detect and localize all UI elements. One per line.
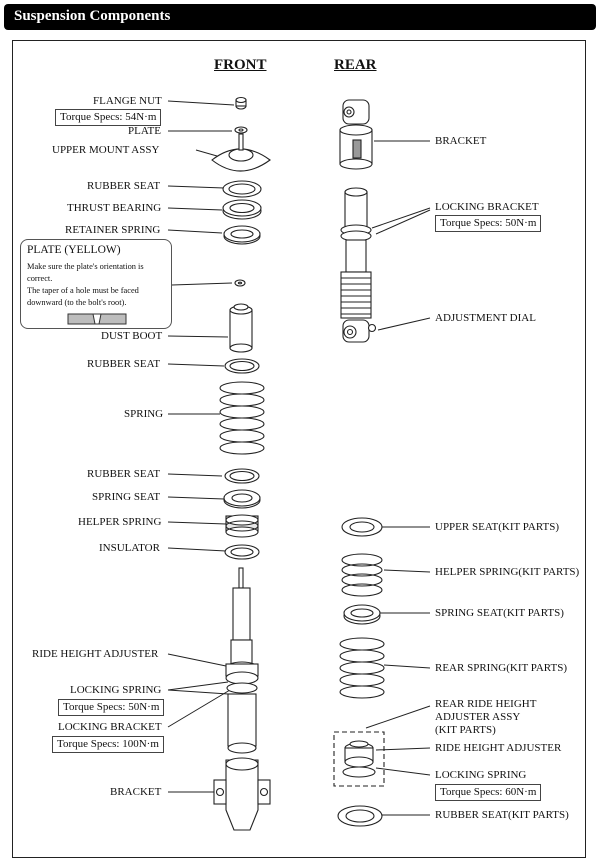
torque-flange-nut: Torque Specs: 54N·m (55, 109, 162, 126)
label-dust-boot: DUST BOOT (101, 330, 163, 342)
label-upper-mount-assy: UPPER MOUNT ASSY (52, 144, 160, 156)
note-line-4: downward (to the bolt's root). (27, 298, 127, 307)
label-ride-height-adjuster: RIDE HEIGHT ADJUSTER (32, 648, 159, 660)
label-bracket-front: BRACKET (110, 786, 162, 798)
torque-locking-bracket-rear: Torque Specs: 50N·m (435, 215, 542, 232)
label-locking-spring: LOCKING SPRING (70, 684, 162, 696)
torque-locking-bracket: Torque Specs: 100N·m (52, 736, 164, 753)
label-rubber-seat-3: RUBBER SEAT (87, 468, 161, 480)
label-rear-spring: REAR SPRING(KIT PARTS) (435, 662, 567, 674)
torque-locking-spring: Torque Specs: 50N·m (58, 699, 165, 716)
section-header: Suspension Components (4, 4, 596, 30)
label-upper-seat: UPPER SEAT(KIT PARTS) (435, 521, 560, 533)
rear-column-heading: REAR (334, 57, 377, 73)
label-helper-spring-rear: HELPER SPRING(KIT PARTS) (435, 566, 580, 578)
note-line-3: The taper of a hole must be faced (27, 286, 139, 295)
plate-orientation-note: PLATE (YELLOW) Make sure the plate's ori… (20, 239, 172, 329)
label-adjuster-assy-line-2: ADJUSTER ASSY (435, 711, 521, 723)
label-ride-height-adjuster-rear: RIDE HEIGHT ADJUSTER (435, 742, 562, 754)
torque-locking-spring-rear: Torque Specs: 60N·m (435, 784, 542, 801)
label-adjuster-assy-line-3: (KIT PARTS) (435, 724, 496, 736)
label-plate: PLATE (128, 125, 161, 137)
label-retainer-spring: RETAINER SPRING (65, 224, 161, 236)
label-spring: SPRING (124, 408, 164, 420)
label-locking-bracket: LOCKING BRACKET (58, 721, 162, 733)
label-bracket-rear: BRACKET (435, 135, 487, 147)
label-adjustment-dial: ADJUSTMENT DIAL (435, 312, 536, 324)
label-spring-seat-rear: SPRING SEAT(KIT PARTS) (435, 607, 564, 619)
label-rubber-seat-2: RUBBER SEAT (87, 358, 161, 370)
note-line-2: correct. (27, 274, 53, 283)
label-thrust-bearing: THRUST BEARING (67, 202, 162, 214)
label-insulator: INSULATOR (99, 542, 160, 554)
section-title: Suspension Components (14, 8, 171, 24)
diagram-frame (12, 40, 586, 858)
label-adjuster-assy-line-1: REAR RIDE HEIGHT (435, 698, 537, 710)
label-rubber-seat-1: RUBBER SEAT (87, 180, 161, 192)
label-helper-spring: HELPER SPRING (78, 516, 162, 528)
note-title: PLATE (YELLOW) (27, 244, 121, 256)
plate-taper-illustration (67, 313, 127, 325)
label-spring-seat: SPRING SEAT (92, 491, 161, 503)
note-line-1: Make sure the plate's orientation is (27, 262, 144, 271)
label-rubber-seat-rear: RUBBER SEAT(KIT PARTS) (435, 809, 569, 821)
label-flange-nut: FLANGE NUT (93, 95, 162, 107)
label-locking-bracket-rear: LOCKING BRACKET (435, 201, 539, 213)
front-column-heading: FRONT (214, 57, 267, 73)
label-locking-spring-rear: LOCKING SPRING (435, 769, 527, 781)
